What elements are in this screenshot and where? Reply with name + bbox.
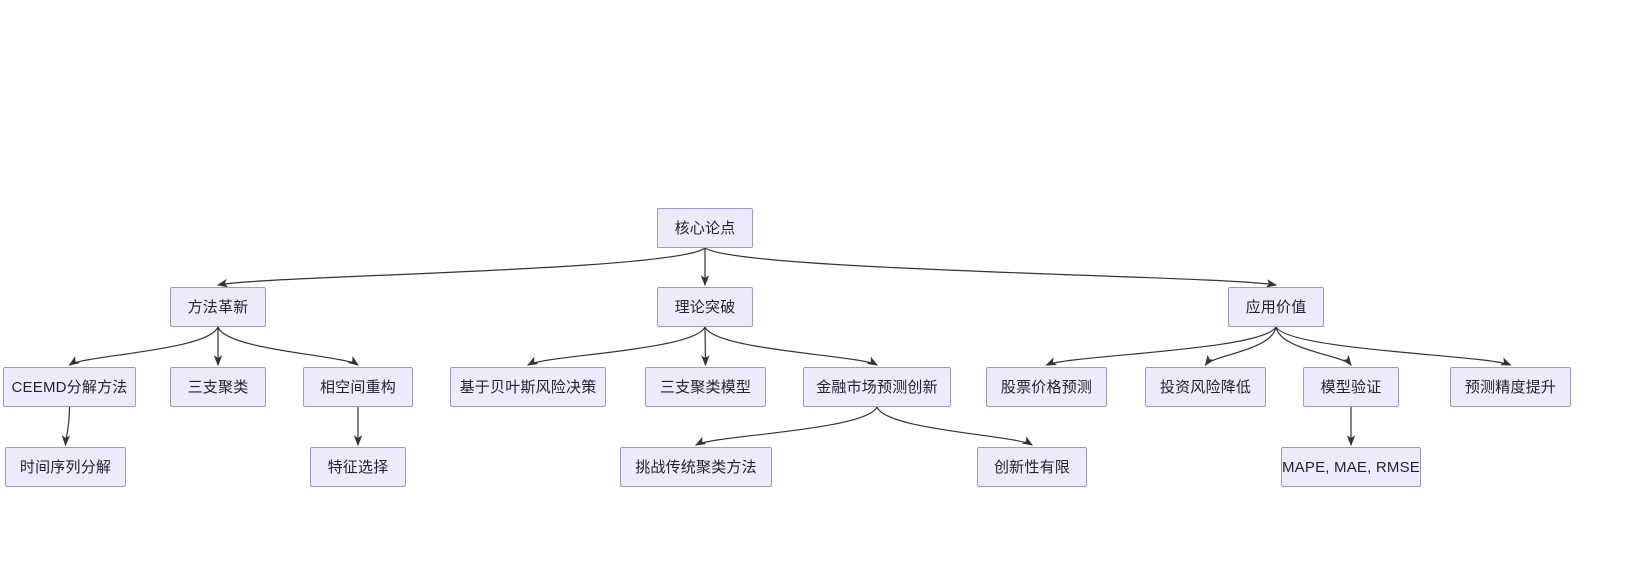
node-l2e[interactable]: 三支聚类模型 — [645, 367, 766, 407]
node-l3d[interactable]: 创新性有限 — [977, 447, 1087, 487]
node-l3a[interactable]: 时间序列分解 — [5, 447, 126, 487]
node-l1c[interactable]: 应用价值 — [1228, 287, 1324, 327]
node-l1b[interactable]: 理论突破 — [657, 287, 753, 327]
edge-l1c-to-l2g — [1045, 326, 1277, 366]
node-label: 方法革新 — [187, 298, 249, 316]
node-l3e[interactable]: MAPE, MAE, RMSE — [1281, 447, 1421, 487]
node-l3b[interactable]: 特征选择 — [310, 447, 406, 487]
node-label: 预测精度提升 — [1464, 378, 1557, 396]
edge-l1c-to-l2h — [1204, 326, 1277, 366]
node-label: 核心论点 — [674, 219, 736, 237]
node-l2d[interactable]: 基于贝叶斯风险决策 — [450, 367, 606, 407]
node-l2a[interactable]: CEEMD分解方法 — [3, 367, 136, 407]
node-label: 模型验证 — [1320, 378, 1382, 396]
edge-l1a-to-l2a — [68, 326, 219, 366]
node-label: 时间序列分解 — [19, 458, 112, 476]
node-label: 金融市场预测创新 — [816, 378, 938, 396]
node-label: 挑战传统聚类方法 — [635, 458, 757, 476]
node-label: 理论突破 — [674, 298, 736, 316]
node-l2c[interactable]: 相空间重构 — [303, 367, 413, 407]
node-label: 三支聚类模型 — [659, 378, 752, 396]
node-label: 三支聚类 — [187, 378, 249, 396]
node-label: 股票价格预测 — [1000, 378, 1093, 396]
edge-l2a-to-l3a — [61, 406, 71, 447]
edge-root-to-l1a — [216, 247, 706, 288]
edge-root-to-l1c — [704, 247, 1278, 288]
edge-paths — [61, 247, 1512, 447]
node-label: MAPE, MAE, RMSE — [1281, 458, 1421, 476]
node-label: 应用价值 — [1245, 298, 1307, 316]
node-l3c[interactable]: 挑战传统聚类方法 — [620, 447, 772, 487]
node-l2h[interactable]: 投资风险降低 — [1145, 367, 1266, 407]
node-l2j[interactable]: 预测精度提升 — [1450, 367, 1571, 407]
node-l2f[interactable]: 金融市场预测创新 — [803, 367, 951, 407]
node-label: 基于贝叶斯风险决策 — [459, 378, 597, 396]
node-l2g[interactable]: 股票价格预测 — [986, 367, 1107, 407]
edge-l1b-to-l2e — [701, 326, 710, 367]
node-label: 特征选择 — [327, 458, 389, 476]
node-l1a[interactable]: 方法革新 — [170, 287, 266, 327]
edge-l1c-to-l2i — [1275, 326, 1352, 366]
node-label: 投资风险降低 — [1159, 378, 1252, 396]
node-label: 创新性有限 — [993, 458, 1070, 476]
edge-l1b-to-l2f — [704, 326, 879, 366]
edge-l2f-to-l3c — [694, 406, 878, 446]
edge-l1b-to-l2d — [526, 326, 706, 366]
edge-l2f-to-l3d — [876, 406, 1034, 446]
node-l2i[interactable]: 模型验证 — [1303, 367, 1399, 407]
node-l2b[interactable]: 三支聚类 — [170, 367, 266, 407]
node-label: CEEMD分解方法 — [11, 378, 128, 396]
node-label: 相空间重构 — [319, 378, 396, 396]
edge-l1a-to-l2c — [217, 326, 359, 366]
edge-l1c-to-l2j — [1275, 326, 1512, 366]
node-root[interactable]: 核心论点 — [657, 208, 753, 248]
